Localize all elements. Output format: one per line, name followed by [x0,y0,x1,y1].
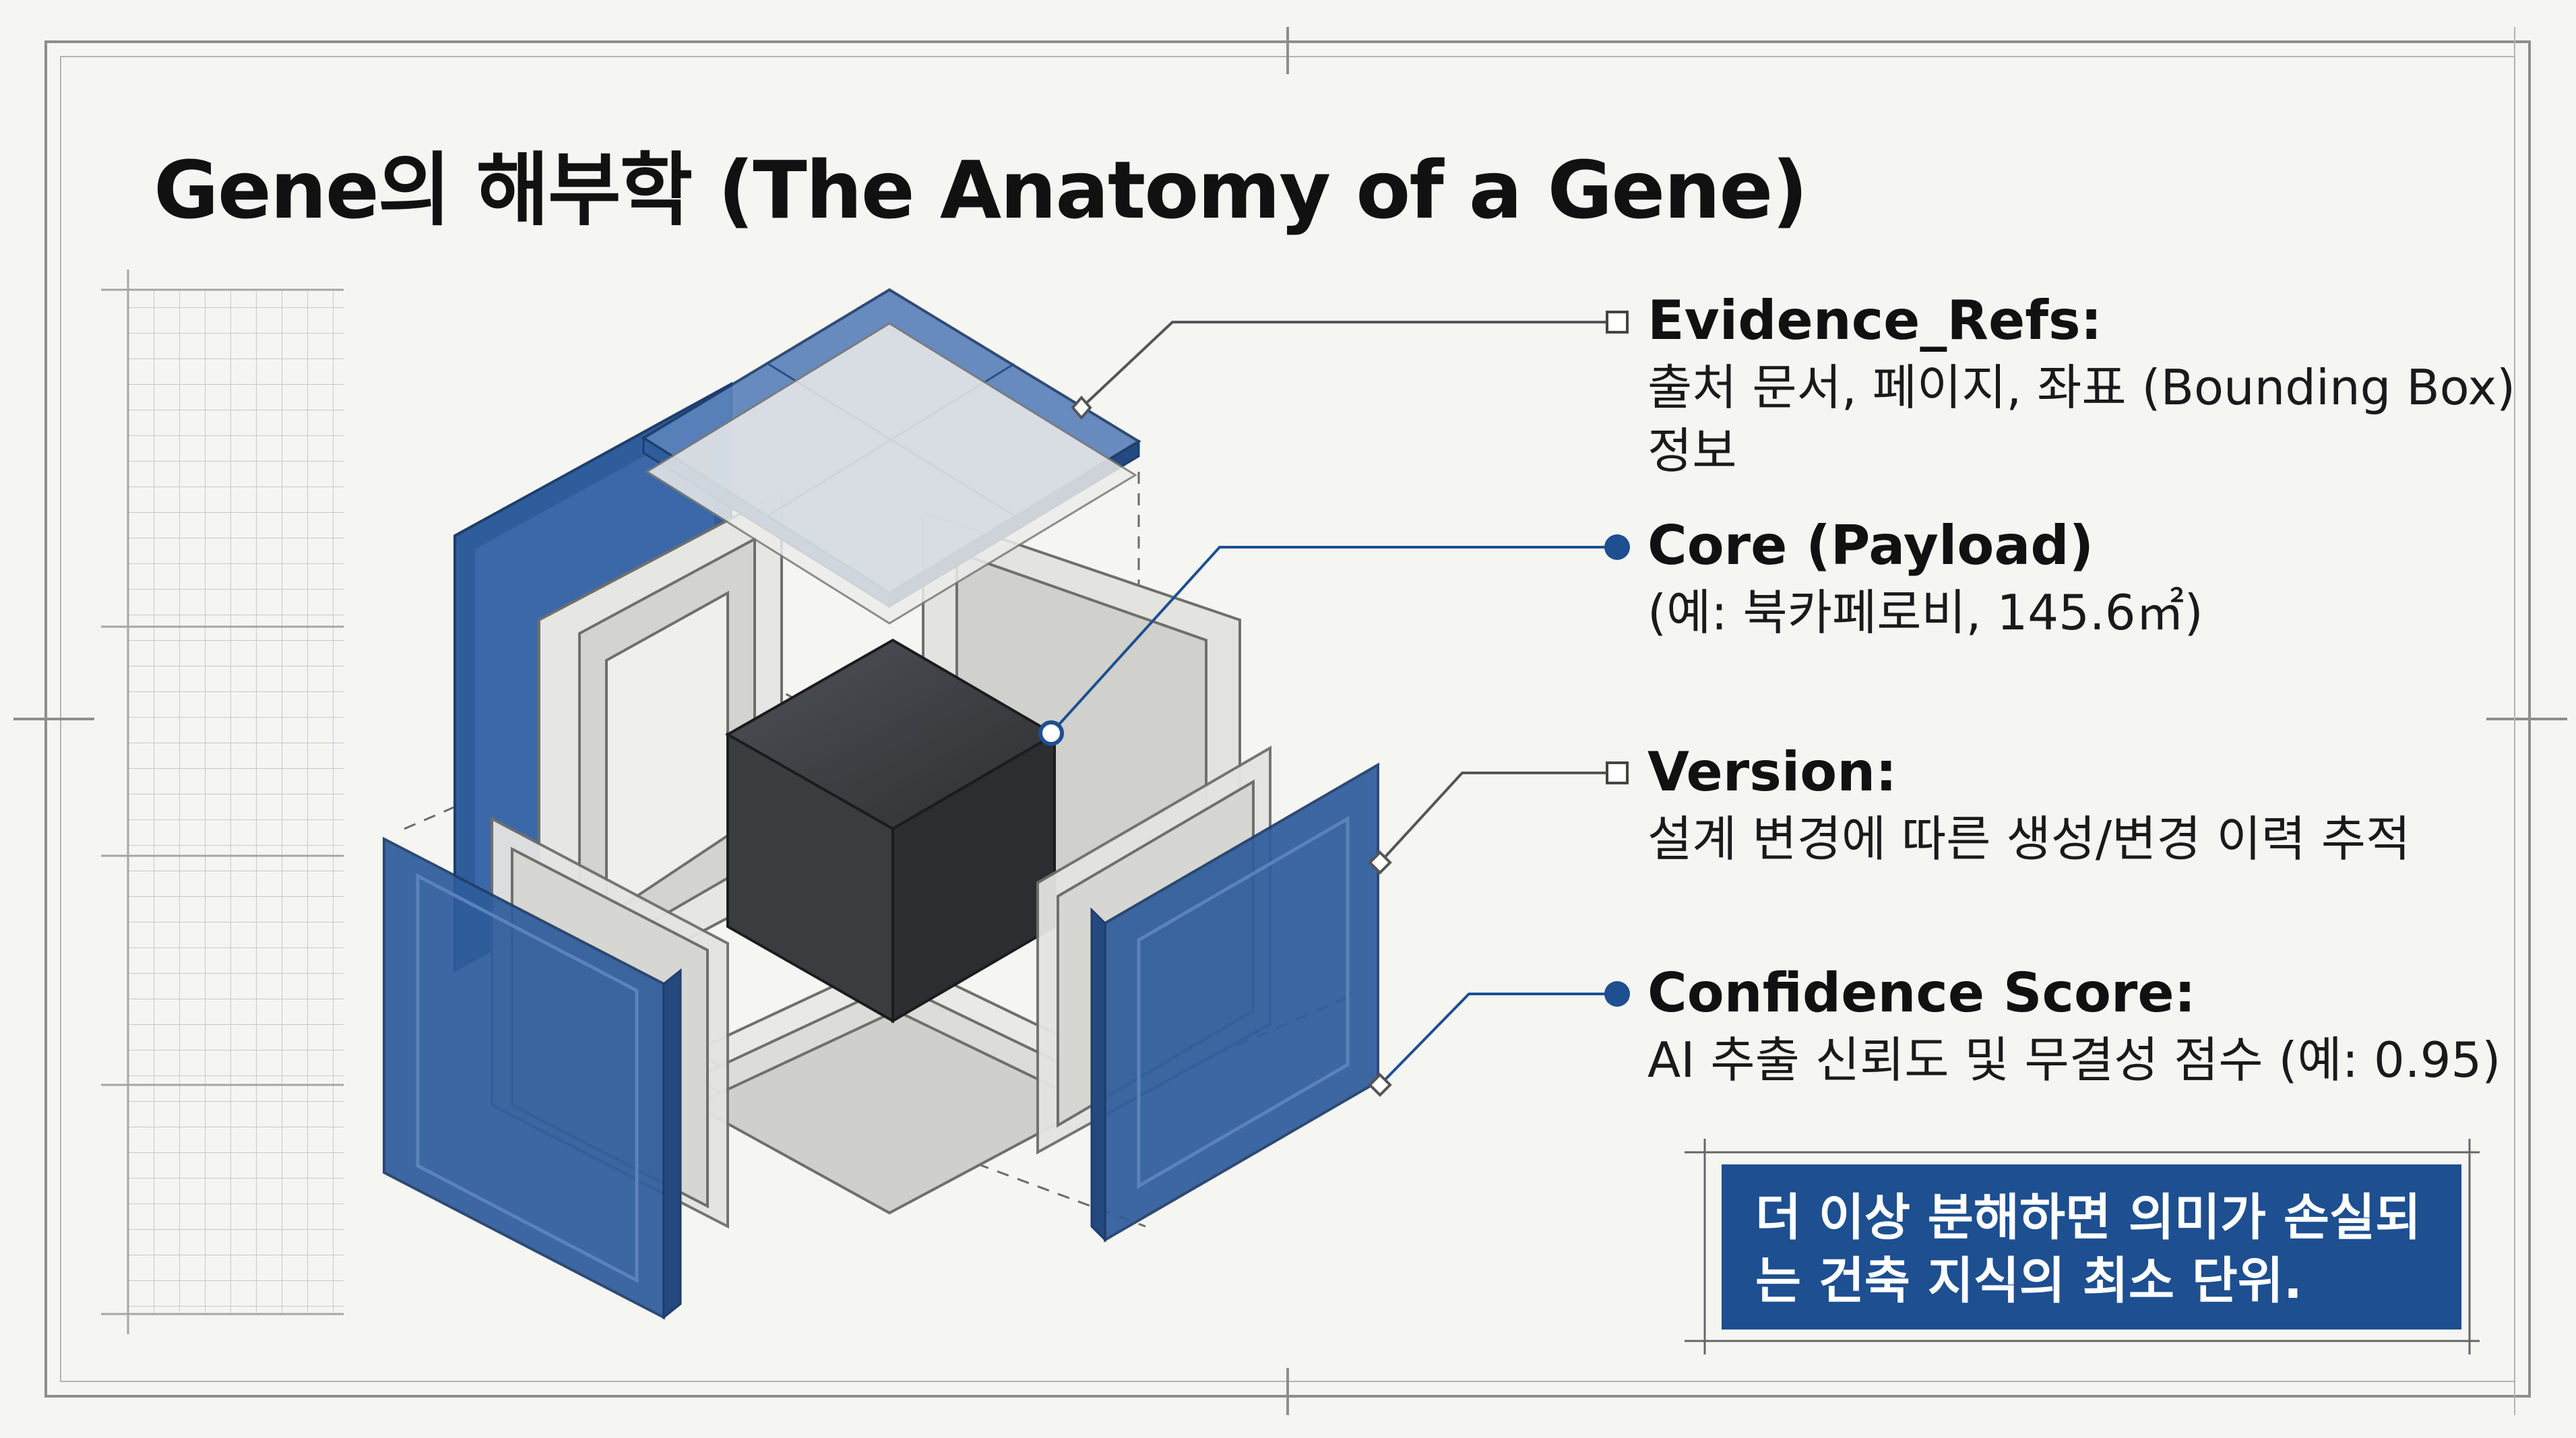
evidence-marker [1606,311,1629,334]
annotation-title: Confidence Score: [1647,962,2196,1024]
bottom-plates [691,955,1095,1215]
leader-lines [1050,321,1617,1086]
confidence-marker [1604,981,1630,1007]
annotation-title: Version: [1647,741,1897,803]
annotation-description: 출처 문서, 페이지, 좌표 (Bounding Box) 정보 [1647,359,2516,479]
annotation-confidence-score: Confidence Score: AI 추출 신뢰도 및 무결성 점수 (예:… [1647,958,2523,1092]
annotation-description: (예: 북카페로비, 145.6㎡) [1647,584,2203,641]
confidence-leader [1379,993,1617,1086]
core-leader [1050,546,1617,734]
registration-ticks [13,27,2567,1415]
annotation-version: Version: 설계 변경에 따른 생성/변경 이력 추적 [1647,737,2523,871]
annotation-title: Evidence_Refs: [1647,289,2102,352]
top-under-plate [645,322,1137,625]
core-cube [724,638,1057,1024]
grid-paper [101,270,344,1334]
evidence-anchor [1071,395,1092,420]
callout-frame-marks [1685,1139,2480,1354]
core-anchor [1038,720,1064,746]
page-title: Gene의 해부학 (The Anatomy of a Gene) [154,144,1808,237]
confidence-anchor [1368,1073,1392,1097]
version-marker [1606,761,1629,784]
annotation-core-payload: Core (Payload) (예: 북카페로비, 145.6㎡) [1647,511,2523,644]
version-leader [1379,772,1617,864]
leader-markers [1038,311,1630,1097]
front-left-panel [383,836,682,1320]
annotation-description: 설계 변경에 따른 생성/변경 이력 추적 [1647,811,2411,867]
annotation-description: AI 추출 신뢰도 및 무결성 점수 (예: 0.95) [1647,1032,2501,1088]
annotation-title: Core (Payload) [1647,514,2094,577]
annotation-evidence-refs: Evidence_Refs: 출처 문서, 페이지, 좌표 (Bounding … [1647,286,2523,482]
version-anchor [1368,850,1392,875]
core-marker [1604,534,1630,560]
evidence-leader [1080,321,1617,409]
definition-callout: 더 이상 분해하면 의미가 손실되는 건축 지식의 최소 단위. [1722,1164,2461,1330]
